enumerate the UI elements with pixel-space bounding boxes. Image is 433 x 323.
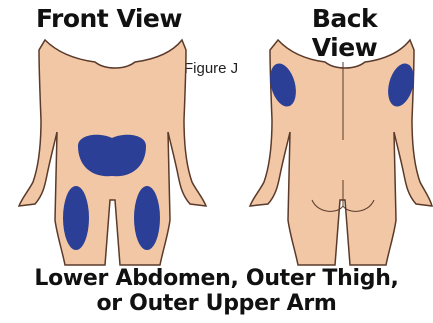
front-left-thigh-site — [63, 186, 89, 250]
back-body — [250, 40, 432, 265]
front-right-thigh-site — [134, 186, 160, 250]
caption: Lower Abdomen, Outer Thigh, or Outer Upp… — [0, 266, 433, 316]
front-body — [19, 40, 206, 265]
caption-line-1: Lower Abdomen, Outer Thigh, — [0, 266, 433, 291]
caption-line-2: or Outer Upper Arm — [0, 291, 433, 316]
